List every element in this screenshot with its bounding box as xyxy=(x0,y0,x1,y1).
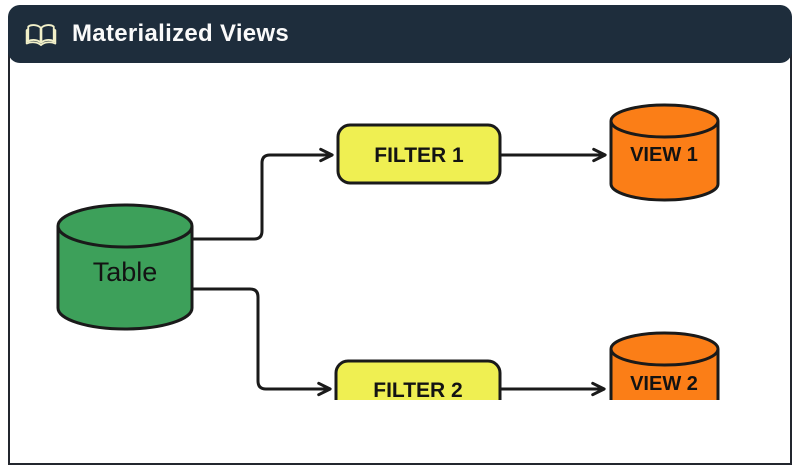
filter2-label: FILTER 2 xyxy=(373,379,462,400)
node-table: Table xyxy=(56,203,194,331)
edge-table-to-filter1 xyxy=(190,147,334,241)
node-filter1: FILTER 1 xyxy=(336,123,502,185)
view2-cylinder-top xyxy=(609,331,720,367)
filter2-box xyxy=(334,359,502,400)
node-filter2: FILTER 2 xyxy=(334,359,502,400)
edge-table-to-filter2 xyxy=(190,287,332,397)
view1-label: VIEW 1 xyxy=(630,144,698,166)
open-book-icon xyxy=(24,20,58,49)
page: { "header": { "title": "Materialized Vie… xyxy=(8,5,792,465)
table-label: Table xyxy=(93,257,158,287)
node-view1: VIEW 1 xyxy=(609,103,720,202)
card-header: Materialized Views xyxy=(8,5,792,63)
materialized-views-diagram: Table FILTER 1 FILTER 2 VIEW 1 VIEW 2 xyxy=(56,103,720,400)
node-view2: VIEW 2 xyxy=(609,331,720,400)
view1-cylinder-body xyxy=(609,121,720,202)
table-cylinder-body xyxy=(56,226,194,331)
view2-label: VIEW 2 xyxy=(630,373,698,395)
view1-cylinder-top xyxy=(609,103,720,139)
table-cylinder-top xyxy=(56,203,194,249)
card-title: Materialized Views xyxy=(72,20,290,47)
filter1-box xyxy=(336,123,502,185)
filter1-label: FILTER 1 xyxy=(374,144,464,167)
